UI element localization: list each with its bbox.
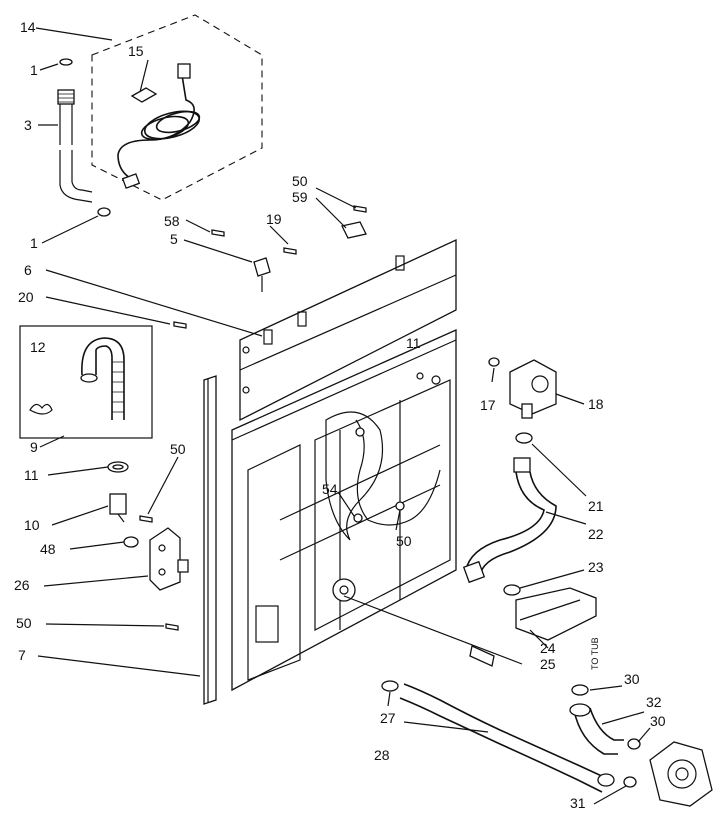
callout-15: 15 [128, 43, 144, 59]
callout-50-lower: 50 [16, 615, 32, 631]
callout-25: 25 [540, 656, 556, 672]
callout-26: 26 [14, 577, 30, 593]
power-cord-kit-box [91, 14, 263, 201]
leader-lines [35, 27, 651, 805]
callout-30-lower: 30 [650, 713, 666, 729]
drain-hose-kit-box [19, 325, 153, 439]
callout-59: 59 [292, 189, 308, 205]
pump-bracket [149, 527, 189, 591]
side-strip [203, 375, 217, 705]
callout-7: 7 [18, 647, 26, 663]
tub-hose [569, 684, 713, 807]
screws [139, 205, 367, 631]
callout-32: 32 [646, 694, 662, 710]
callout-50-left: 50 [170, 441, 186, 457]
callout-11-left: 11 [24, 467, 39, 483]
callout-9: 9 [30, 439, 38, 455]
callout-31: 31 [570, 795, 586, 811]
callout-11-bracket: 11 [406, 335, 421, 351]
to-tub-label: TO TUB [590, 637, 600, 670]
coupling [469, 645, 495, 667]
callout-28: 28 [374, 747, 390, 763]
callout-20: 20 [18, 289, 34, 305]
inlet-hose [57, 58, 111, 217]
power-cord [117, 63, 201, 189]
drain-hose [381, 680, 607, 793]
callout-22: 22 [588, 526, 604, 542]
rear-panel [231, 328, 457, 692]
callout-3: 3 [24, 117, 32, 133]
callout-58: 58 [164, 213, 180, 229]
callout-17: 17 [480, 397, 496, 413]
callout-23: 23 [588, 559, 604, 575]
callout-30-top: 30 [624, 671, 640, 687]
water-valve [465, 357, 557, 577]
callout-24: 24 [540, 640, 556, 656]
callout-12: 12 [30, 339, 46, 355]
callout-5: 5 [170, 231, 178, 247]
callout-14: 14 [20, 19, 36, 35]
callout-18: 18 [588, 396, 604, 412]
callout-27: 27 [380, 710, 396, 726]
callout-21: 21 [588, 498, 604, 514]
callout-1-mid: 1 [30, 235, 38, 251]
callout-48: 48 [40, 541, 56, 557]
callout-1-top: 1 [30, 62, 38, 78]
callout-6: 6 [24, 262, 32, 278]
wire-harness [353, 419, 441, 526]
callout-labels: 14 15 1 3 50 59 58 19 1 5 6 20 12 9 50 1… [14, 19, 666, 811]
callout-19: 19 [266, 211, 282, 227]
callout-50-center: 50 [396, 533, 412, 549]
top-bracket [239, 238, 457, 422]
callout-10: 10 [24, 517, 40, 533]
pump [462, 560, 597, 641]
cord-clip [130, 87, 158, 103]
drain-parts [107, 461, 139, 548]
callout-50-top: 50 [292, 173, 308, 189]
callout-54: 54 [322, 481, 338, 497]
